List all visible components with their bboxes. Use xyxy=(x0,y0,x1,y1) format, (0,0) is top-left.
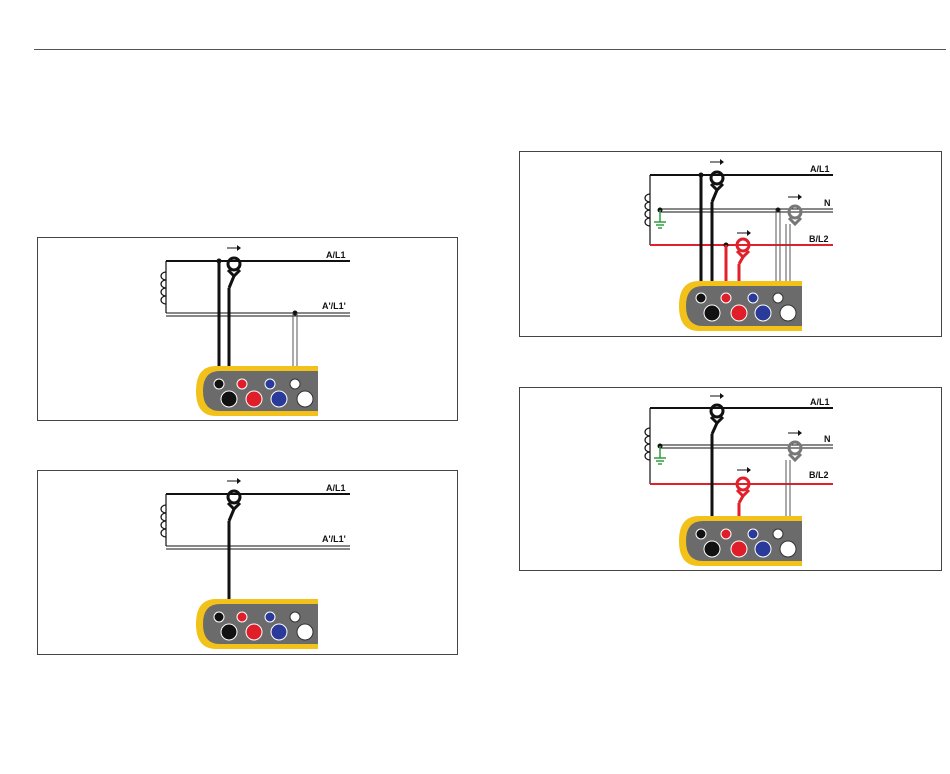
current-clamp-icon xyxy=(737,230,751,257)
arrow-right-icon xyxy=(798,194,802,200)
arrow-right-icon xyxy=(237,478,241,484)
ground-icon xyxy=(654,208,666,229)
arrow-right-icon xyxy=(237,245,241,251)
diagram-panel-split-phase-with-neutral: A/L1 N B/L2 xyxy=(519,151,942,337)
lead-clamp-a xyxy=(712,423,717,434)
diagram-panel-split-phase-no-neutral-voltage: A/L1 N B/L2 xyxy=(519,387,942,571)
coil-icon xyxy=(645,408,650,484)
arrow-right-icon xyxy=(747,230,751,236)
arrow-right-icon xyxy=(798,430,802,436)
lead-clamp-a xyxy=(712,190,717,202)
wire-neutral xyxy=(660,209,833,212)
ground-icon xyxy=(654,444,666,465)
arrow-right-icon xyxy=(747,467,751,473)
label-a-l1: A/L1 xyxy=(326,483,346,493)
instrument-jack-panel xyxy=(196,599,318,649)
coil-icon xyxy=(161,494,166,546)
label-a-l1-prime: A'/L1' xyxy=(322,534,346,544)
lead-clamp-a xyxy=(229,509,234,521)
label-neutral: N xyxy=(824,198,831,208)
coil-icon xyxy=(645,175,650,245)
coil-icon xyxy=(161,261,166,313)
label-b-l2: B/L2 xyxy=(809,234,829,244)
diagram-panel-single-phase-three-wire: A/L1 A'/L1' xyxy=(37,237,458,421)
instrument-jack-panel xyxy=(679,516,802,566)
label-a-l1-prime: A'/L1' xyxy=(322,301,346,311)
lead-clamp-a xyxy=(229,276,234,288)
wire-a-l1-prime xyxy=(166,546,350,549)
label-a-l1: A/L1 xyxy=(326,250,346,260)
header-rule xyxy=(34,49,946,50)
diagram-panel-single-phase-one-clamp: A/L1 A'/L1' xyxy=(37,470,458,655)
lead-clamp-b xyxy=(739,496,743,503)
instrument-jack-panel xyxy=(196,366,318,416)
label-a-l1: A/L1 xyxy=(810,164,830,174)
wire-a-l1-prime xyxy=(166,313,350,316)
wire-neutral xyxy=(660,445,833,448)
instrument-jack-panel xyxy=(679,281,802,331)
label-a-l1: A/L1 xyxy=(810,397,830,407)
lead-clamp-b xyxy=(739,257,743,264)
arrow-right-icon xyxy=(720,393,724,399)
arrow-right-icon xyxy=(720,159,724,165)
label-b-l2: B/L2 xyxy=(809,470,829,480)
label-neutral: N xyxy=(824,434,831,444)
current-clamp-icon xyxy=(737,467,751,496)
